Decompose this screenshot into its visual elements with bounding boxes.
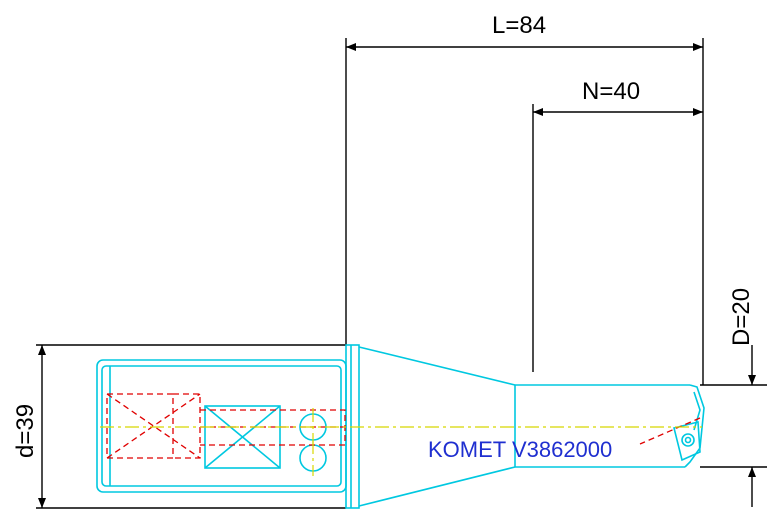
recess-window bbox=[204, 405, 281, 469]
cone-top bbox=[358, 346, 516, 386]
dimension-l-label: L=84 bbox=[492, 12, 546, 39]
hidden-tip-feed bbox=[639, 417, 701, 445]
drill-tip bbox=[684, 384, 705, 468]
dimension-lines bbox=[36, 38, 767, 509]
dimension-d-small-label: D=20 bbox=[728, 288, 755, 346]
insert-screw-outer bbox=[681, 433, 695, 447]
hidden-diagonal-2 bbox=[106, 393, 201, 459]
cone-bottom bbox=[358, 466, 516, 507]
insert-screw-inner bbox=[684, 436, 692, 444]
hidden-diagonal-1 bbox=[106, 393, 201, 459]
shank-inner bbox=[101, 365, 342, 487]
dimension-n-label: N=40 bbox=[582, 78, 640, 105]
dimension-d-large-label: d=39 bbox=[12, 404, 39, 458]
recess-diagonal-2 bbox=[204, 405, 281, 469]
insert-outline bbox=[673, 420, 701, 462]
part-number-label: KOMET V3862000 bbox=[428, 437, 612, 462]
drill-tip-flute bbox=[693, 391, 701, 431]
hidden-bore bbox=[106, 393, 174, 459]
hidden-step bbox=[173, 393, 201, 459]
shank-outer bbox=[96, 359, 347, 493]
